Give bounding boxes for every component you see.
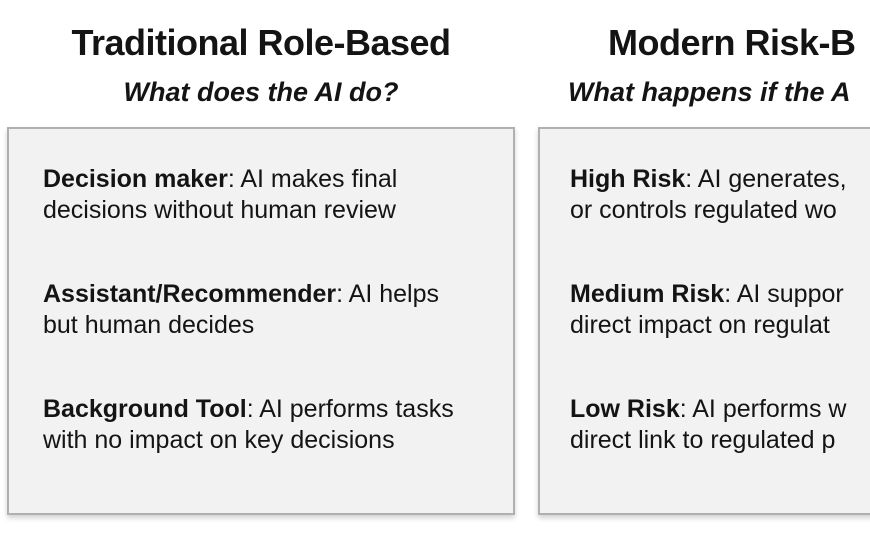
left-column-title: Traditional Role-Based	[71, 22, 451, 63]
item-label: High Risk	[570, 165, 686, 193]
item-text: : AI performs w	[679, 395, 847, 423]
item-line-2: direct link to regulated p	[570, 426, 836, 454]
item-label: Medium Risk	[570, 280, 725, 308]
left-column-header: Traditional Role-Based What does the AI …	[7, 22, 515, 108]
list-item-low-risk: Low Risk: AI performs w direct link to r…	[570, 394, 870, 456]
item-label: Low Risk	[570, 395, 680, 423]
item-text: : AI suppor	[724, 280, 844, 308]
right-column-title: Modern Risk-B	[608, 22, 856, 63]
item-text: : AI generates,	[685, 165, 847, 193]
list-item-decision-maker: Decision maker: AI makes final decisions…	[43, 164, 495, 226]
item-line-2: with no impact on key decisions	[43, 426, 395, 454]
item-line-1: Medium Risk: AI suppor	[570, 279, 870, 310]
item-line-1: High Risk: AI generates,	[570, 164, 870, 195]
item-line-1: Assistant/Recommender: AI helps	[43, 279, 495, 310]
item-line-2: direct impact on regulat	[570, 311, 830, 339]
item-label: Decision maker	[43, 165, 228, 193]
item-line-1: Low Risk: AI performs w	[570, 394, 870, 425]
modern-risk-based-box: High Risk: AI generates, or controls reg…	[538, 127, 870, 515]
list-item-medium-risk: Medium Risk: AI suppor direct impact on …	[570, 279, 870, 341]
traditional-role-based-box: Decision maker: AI makes final decisions…	[7, 127, 515, 515]
item-line-2: decisions without human review	[43, 196, 396, 224]
item-line-2: or controls regulated wo	[570, 196, 837, 224]
item-text: : AI performs tasks	[246, 395, 454, 423]
item-label: Assistant/Recommender	[43, 280, 337, 308]
right-column-subtitle: What happens if the A	[568, 77, 851, 107]
list-item-high-risk: High Risk: AI generates, or controls reg…	[570, 164, 870, 226]
item-text: : AI makes final	[227, 165, 398, 193]
item-text: : AI helps	[336, 280, 440, 308]
item-line-1: Decision maker: AI makes final	[43, 164, 495, 195]
list-item-background-tool: Background Tool: AI performs tasks with …	[43, 394, 495, 456]
item-label: Background Tool	[43, 395, 247, 423]
item-line-1: Background Tool: AI performs tasks	[43, 394, 495, 425]
traditional-box-content: Decision maker: AI makes final decisions…	[9, 129, 513, 456]
item-line-2: but human decides	[43, 311, 255, 339]
left-column-subtitle: What does the AI do?	[123, 77, 399, 107]
list-item-assistant-recommender: Assistant/Recommender: AI helps but huma…	[43, 279, 495, 341]
risk-box-content: High Risk: AI generates, or controls reg…	[540, 129, 870, 456]
